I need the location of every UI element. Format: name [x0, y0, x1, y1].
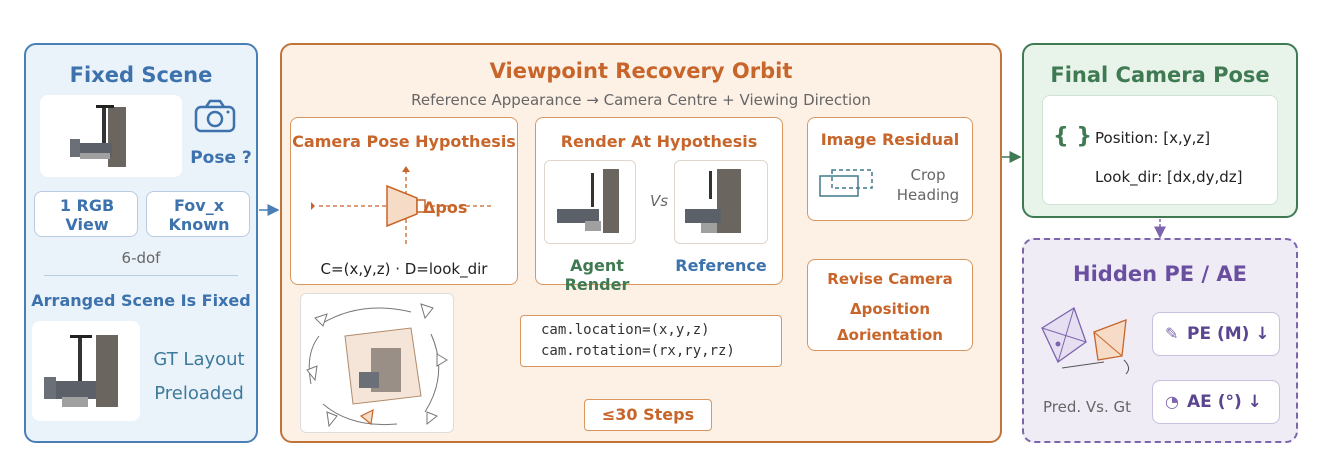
revise-camera-box: Revise Camera Δposition Δorientation	[807, 259, 973, 351]
hidden-metrics-panel: Hidden PE / AE ✎ PE (M) ↓ Pred. Vs. Gt ◔…	[1022, 238, 1298, 443]
final-pose-box: { } Position: [x,y,z] Look_dir: [dx,dy,d…	[1042, 95, 1278, 205]
gt-layout-line1: GT Layout	[153, 349, 245, 370]
rgb-view-line2: View	[65, 215, 109, 234]
arranged-scene-label: Arranged Scene Is Fixed	[31, 291, 251, 310]
fixed-scene-title: Fixed Scene	[69, 63, 213, 87]
hidden-metrics-title: Hidden PE / AE	[1073, 262, 1247, 286]
gt-layout-line2: Preloaded	[154, 383, 244, 404]
dof-label: 6-dof	[121, 249, 161, 267]
room-render-image	[70, 105, 126, 167]
room-render-image	[557, 169, 619, 233]
orbit-title: Viewpoint Recovery Orbit	[489, 59, 793, 83]
render-title: Render At Hypothesis	[560, 132, 758, 151]
fov-box: Fov_x Known	[146, 191, 250, 237]
pred-vs-gt-label: Pred. Vs. Gt	[1042, 398, 1132, 416]
reference-image	[674, 160, 768, 244]
pe-metric-box: ✎ PE (M) ↓	[1152, 312, 1280, 356]
render-box: Render At Hypothesis Vs Agent Render Ref…	[535, 117, 783, 294]
image-residual-box: Image Residual Crop Heading	[807, 117, 973, 221]
fov-line2: Known	[168, 215, 230, 234]
pose-hypothesis-box: Camera Pose Hypothesis Δpos C=(x,y,z) · …	[290, 117, 518, 285]
revise-title: Revise Camera	[827, 270, 953, 288]
pose-comparison-icon	[1041, 307, 1130, 375]
rgb-view-line1: 1 RGB	[59, 196, 115, 215]
final-position-label: Position: [x,y,z]	[1095, 129, 1211, 147]
rgb-view-box: 1 RGB View	[34, 191, 138, 237]
heading-label: Heading	[896, 186, 960, 204]
camera-code-box: cam.location=(x,y,z) cam.rotation=(rx,ry…	[520, 315, 782, 367]
ae-metric-label: AE (°) ↓	[1187, 392, 1262, 412]
angle-icon: ◔	[1165, 392, 1179, 411]
revise-delta-orientation: Δorientation	[837, 326, 943, 344]
agent-render-image	[544, 160, 636, 244]
fov-line1: Fov_x	[173, 196, 225, 215]
crop-region-icon	[819, 169, 873, 197]
delta-pos-label: Δpos	[423, 198, 468, 217]
camera-icon	[194, 99, 236, 133]
ae-metric-box: ◔ AE (°) ↓	[1152, 380, 1280, 424]
viewpoint-recovery-panel: Viewpoint Recovery Orbit Reference Appea…	[280, 43, 1002, 443]
orbit-cameras-illustration	[300, 293, 454, 433]
residual-title: Image Residual	[820, 130, 960, 149]
gt-scene-thumbnail	[32, 321, 140, 421]
code-line-location: cam.location=(x,y,z)	[541, 322, 710, 338]
final-look-dir-label: Look_dir: [dx,dy,dz]	[1095, 168, 1243, 186]
reference-label: Reference	[675, 256, 767, 275]
orbit-illustration-image	[306, 303, 448, 428]
orbit-subtitle: Reference Appearance → Camera Centre + V…	[411, 91, 871, 109]
pose-question-label: Pose ?	[190, 148, 252, 168]
hypothesis-title: Camera Pose Hypothesis	[292, 132, 516, 151]
final-camera-pose-panel: Final Camera Pose { } Position: [x,y,z] …	[1022, 43, 1298, 218]
room-render-image	[44, 335, 118, 407]
room-render-image	[685, 169, 741, 233]
agent-render-label: Agent Render	[564, 256, 630, 294]
vs-label: Vs	[650, 192, 669, 210]
steps-limit-badge: ≤30 Steps	[584, 399, 712, 431]
revise-delta-position: Δposition	[849, 300, 931, 318]
pose-formula: C=(x,y,z) · D=look_dir	[320, 260, 488, 278]
pe-metric-label: PE (M) ↓	[1187, 324, 1270, 344]
camera-frustum-icon	[311, 166, 491, 244]
scene-thumbnail	[40, 95, 182, 177]
json-braces-icon: { }	[1053, 124, 1092, 149]
divider	[44, 275, 238, 276]
ruler-icon: ✎	[1165, 324, 1179, 343]
code-line-rotation: cam.rotation=(rx,ry,rz)	[541, 343, 735, 359]
final-pose-title: Final Camera Pose	[1050, 63, 1270, 87]
crop-label: Crop	[910, 166, 946, 184]
fixed-scene-panel: Fixed Scene Pose ? 1 RGB View Fov_x Know…	[24, 43, 258, 443]
